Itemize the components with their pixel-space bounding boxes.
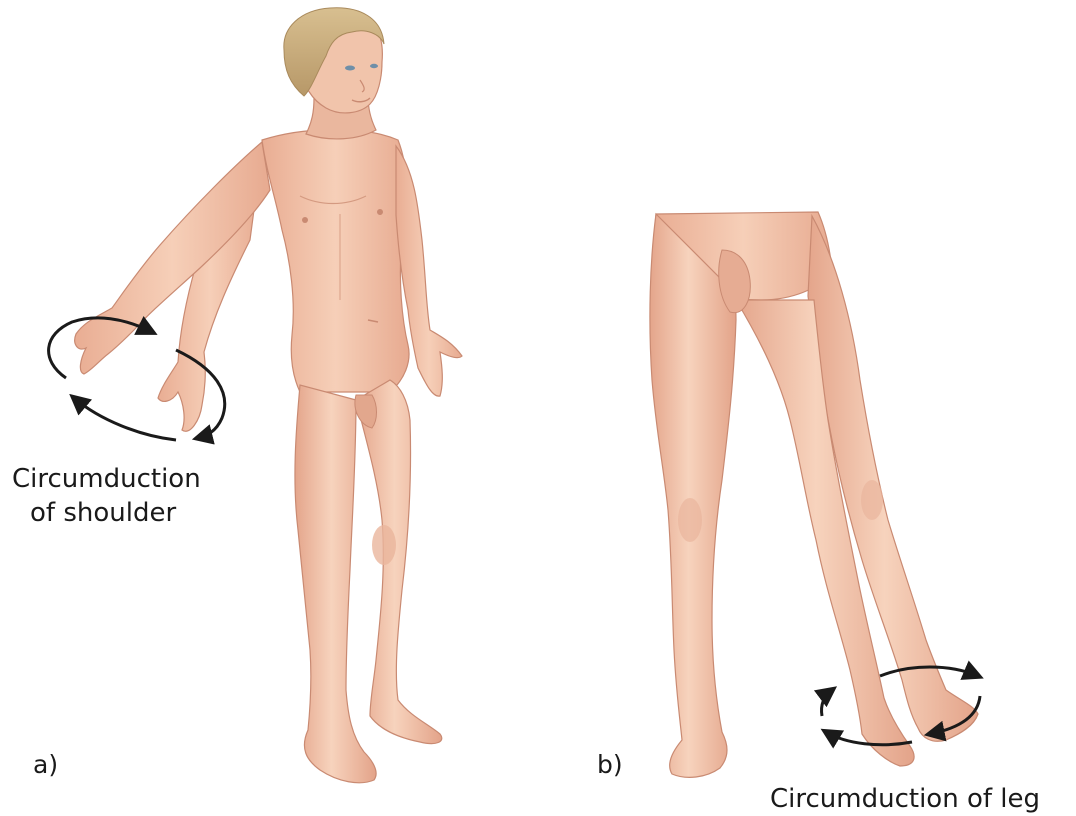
knee <box>678 498 702 542</box>
curved-arrow-icon <box>821 690 832 716</box>
shoulder-caption-line2: of shoulder <box>12 496 201 530</box>
panel-label-a: a) <box>33 750 58 779</box>
torso <box>262 129 409 392</box>
eye-icon <box>345 66 355 71</box>
shoulder-caption: Circumduction of shoulder <box>12 462 201 530</box>
knee <box>861 480 883 520</box>
shoulder-caption-line1: Circumduction <box>12 462 201 496</box>
panel-label-b: b) <box>597 750 623 779</box>
leg-caption: Circumduction of leg <box>770 782 1040 816</box>
knee <box>372 525 396 565</box>
leg-right <box>356 380 442 744</box>
leg-left <box>295 385 376 783</box>
legs-figure-b <box>650 212 978 777</box>
curved-arrow-icon <box>74 398 176 440</box>
body-figure-a <box>75 8 462 783</box>
eye-icon <box>370 64 378 68</box>
